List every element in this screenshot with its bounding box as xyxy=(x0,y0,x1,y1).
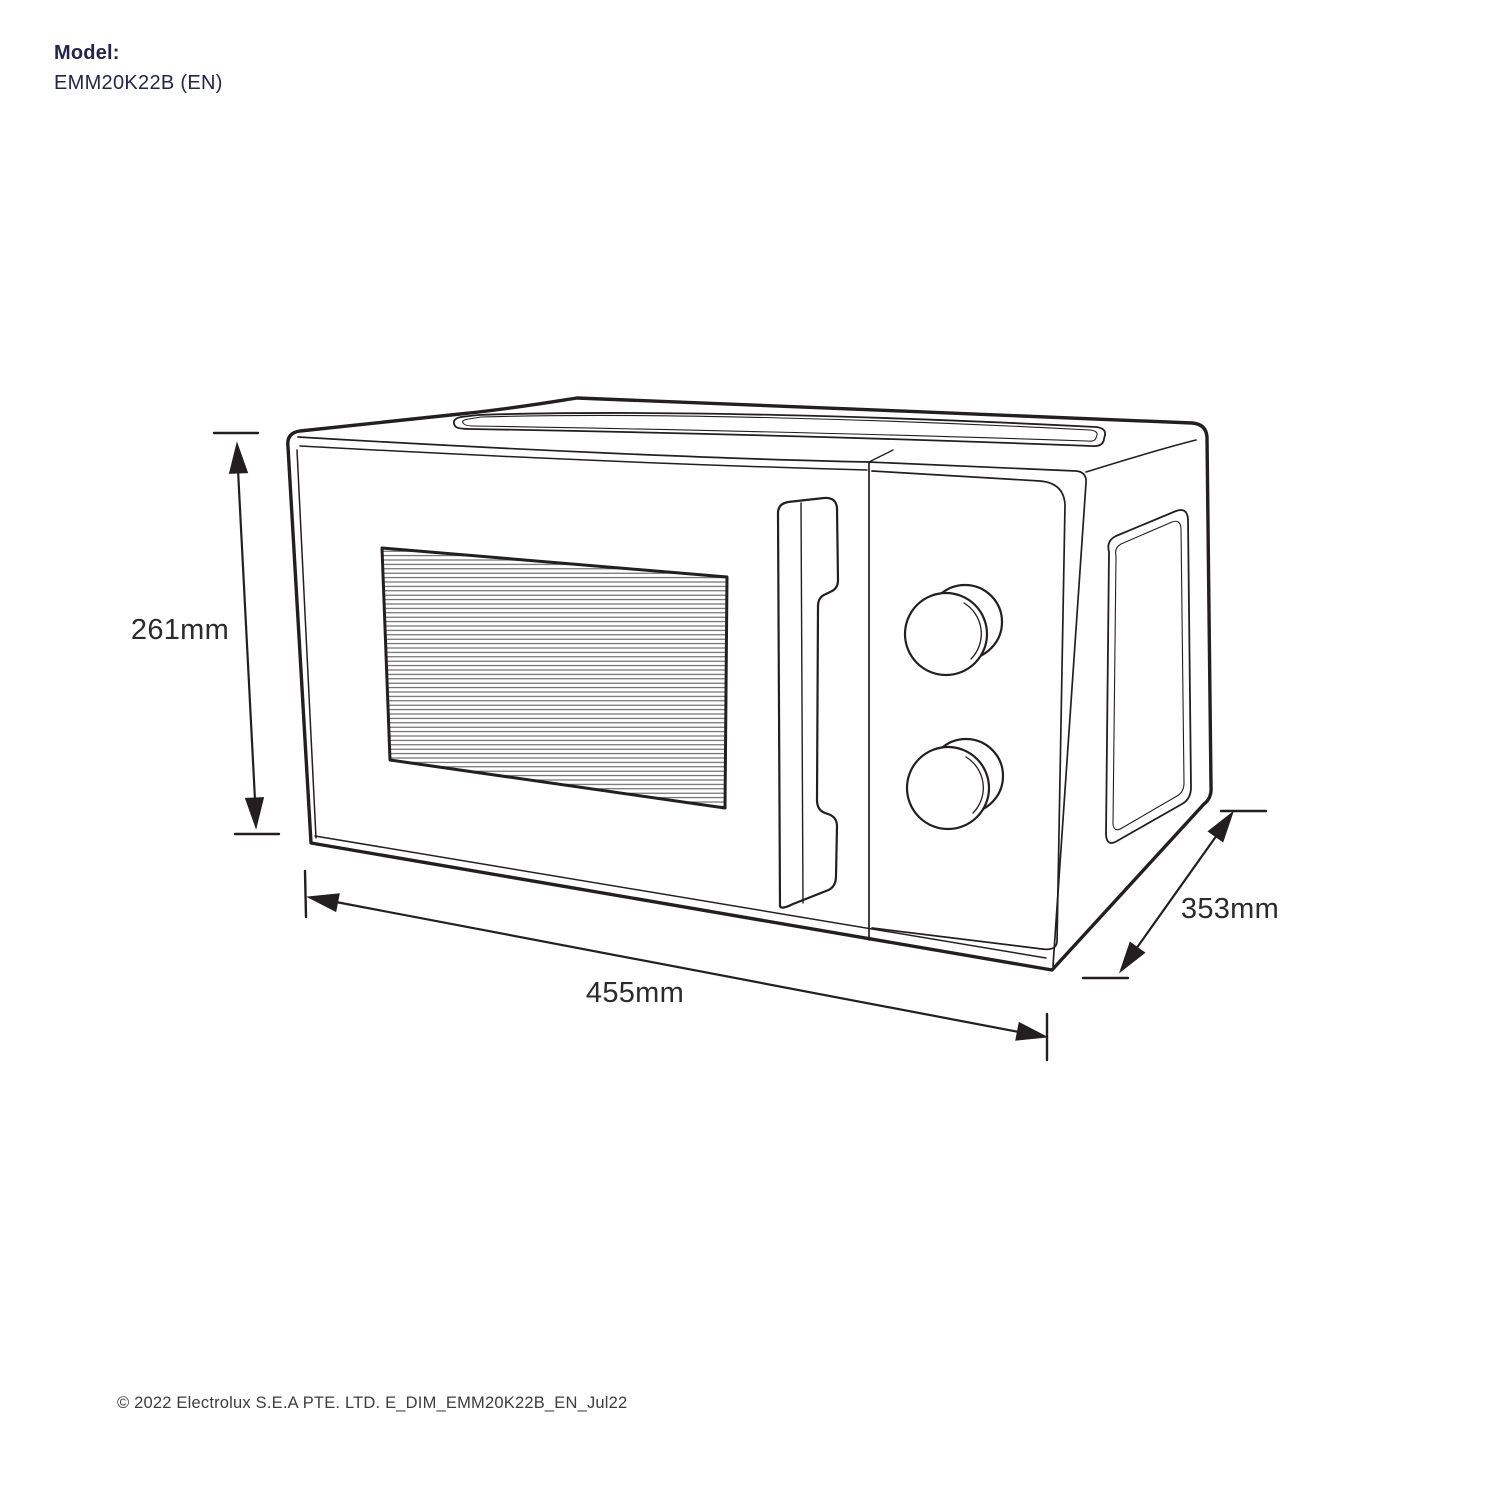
door-window xyxy=(380,546,729,810)
top-recessed-panel xyxy=(452,412,1106,448)
depth-dimension-arrow xyxy=(1081,809,1268,980)
width-dimension-label: 455mm xyxy=(585,977,685,1009)
depth-dimension-label: 353mm xyxy=(1180,893,1280,925)
height-dimension-arrow xyxy=(212,431,281,836)
width-dimension-arrow xyxy=(303,869,1049,1062)
height-dimension-label: 261mm xyxy=(130,614,230,646)
body-outline xyxy=(286,396,1213,972)
model-code: EMM20K22B (EN) xyxy=(54,72,223,94)
control-panel xyxy=(871,470,1066,951)
power-knob xyxy=(905,737,1005,831)
model-label: Model: xyxy=(54,42,120,64)
door-handle xyxy=(776,496,840,909)
dimension-arrows xyxy=(212,431,1268,1062)
timer-knob xyxy=(903,583,1004,677)
microwave-body xyxy=(286,396,1213,972)
copyright-footer: © 2022 Electrolux S.E.A PTE. LTD. E_DIM_… xyxy=(117,1394,628,1412)
side-vent-panel xyxy=(1105,509,1192,844)
